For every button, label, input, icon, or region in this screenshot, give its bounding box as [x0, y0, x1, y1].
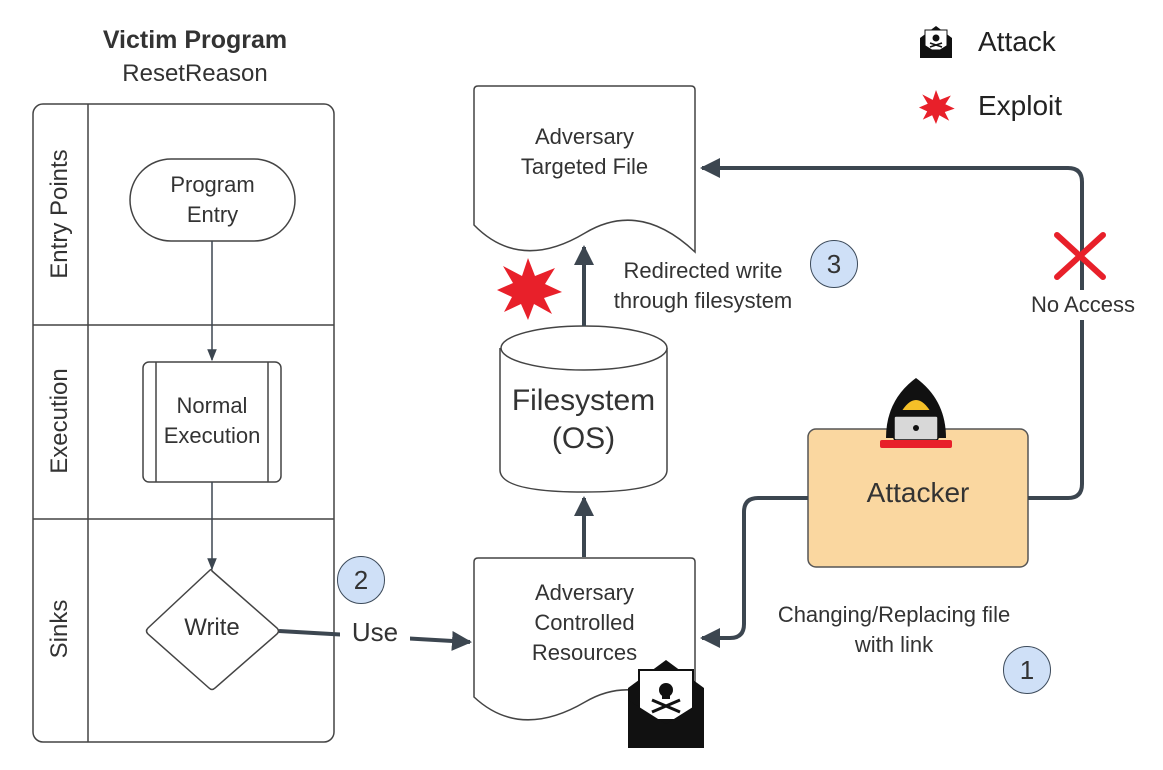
replace-link-path	[700, 496, 808, 648]
legend-attack-icon	[920, 26, 952, 58]
victim-program-title: Victim Program	[102, 26, 288, 54]
filesystem-label: Filesystem(OS)	[511, 384, 656, 455]
filesystem-cylinder	[499, 325, 668, 493]
lane-label-execution: Execution	[46, 368, 73, 474]
skull-envelope-icon	[628, 660, 704, 748]
attacker-label: Attacker	[866, 477, 970, 508]
use-label: Use	[340, 617, 410, 647]
targeted-file-doc	[473, 85, 696, 254]
step-badge-2: 2	[337, 556, 385, 604]
write-label: Write	[184, 614, 240, 641]
explosion-icon	[497, 258, 562, 320]
lane-label-entry-points: Entry Points	[46, 149, 73, 279]
hooded-hacker-icon	[880, 378, 952, 448]
lane-label-sinks: Sinks	[46, 599, 73, 659]
step-badge-1: 1	[1003, 646, 1051, 694]
red-x-icon	[1054, 232, 1106, 280]
victim-program-subtitle: ResetReason	[122, 60, 268, 87]
legend-exploit-icon	[918, 89, 955, 125]
legend-exploit-label: Exploit	[978, 90, 1063, 121]
legend-attack-label: Attack	[978, 26, 1056, 57]
normal-execution-node	[142, 361, 282, 483]
no-access-label: No Access	[1018, 290, 1148, 320]
step-badge-3: 3	[810, 240, 858, 288]
no-access-path	[700, 158, 1084, 500]
